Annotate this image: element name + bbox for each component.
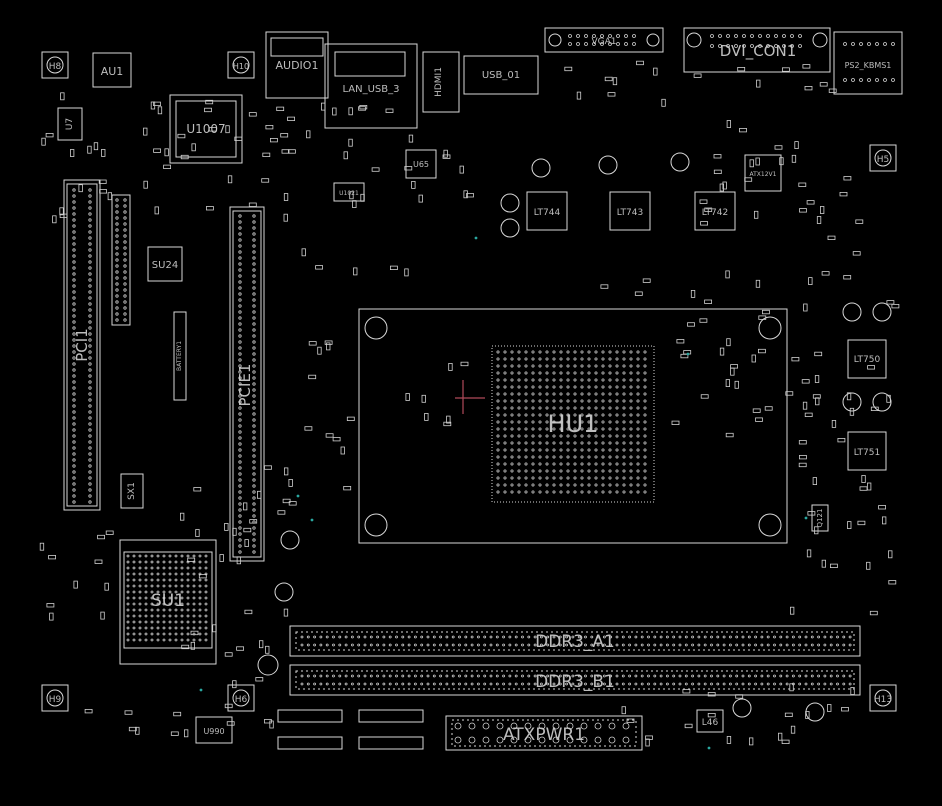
lt751-label: LT751 [854,448,880,458]
h6-label: H6 [235,695,248,705]
pci-label: PCI1 [73,328,91,362]
inductor-l46: L46 [696,709,724,733]
mounting-hole-h8: H8 [41,51,69,79]
crystal-sx1: SX1 [120,473,144,509]
inductor-lt750: LT750 [847,339,887,379]
su1-label: SU1 [151,591,185,611]
mounting-hole-h10: H10 [227,51,255,79]
atxpwr-label: ATXPWR1 [503,725,585,745]
ddr3-a1-label: DDR3_A1 [535,632,615,652]
mounting-hole-h13: H13 [869,684,897,712]
front-panel-headers [277,709,424,750]
mounting-hole-h9: H9 [41,684,69,712]
audio-codec-au1: AU1 [92,52,132,88]
usb-label: USB_01 [482,70,520,81]
dimm-slot-b1: DDR3_B1 [289,664,861,696]
chip-u1021: U1021 [333,182,365,202]
chipset-su1: SU1 [119,539,217,665]
pci-slot: PCI1 [63,179,101,511]
atx12v-connector: ATX12V1 [744,154,782,192]
vga-connector: VGA1 [544,27,664,53]
smd-components [39,34,900,747]
sx1-label: SX1 [127,482,137,500]
chip-u65: U65 [405,149,437,179]
transistor-q121: Q121 [811,504,829,532]
inductor-lt742: LT742 [694,191,736,231]
ddr3-b1-label: DDR3_B1 [535,672,615,692]
h8-label: H8 [49,62,62,72]
lt750-label: LT750 [854,355,881,365]
u7-label: U7 [65,118,75,130]
chip-u7: U7 [57,107,83,141]
battery-label: BATTERY1 [176,341,183,371]
capacitors [257,152,892,722]
su24-label: SU24 [152,260,178,271]
pin1-marker [455,380,485,414]
lt744-label: LT744 [534,208,561,218]
battery-connector: BATTERY1 [173,311,187,401]
ps2-label: PS2_KBMS1 [845,61,892,70]
inductor-lt743: LT743 [609,191,651,231]
l46-label: L46 [702,718,719,728]
au1-label: AU1 [101,65,124,78]
inductor-lt751: LT751 [847,431,887,471]
chip-su24: SU24 [147,246,183,282]
hdmi-label: HDMI1 [434,67,444,97]
lan-usb-label: LAN_USB_3 [342,84,399,95]
vias [199,236,808,750]
h10-label: H10 [233,62,249,71]
lt742-label: LT742 [702,208,728,218]
h5-label: H5 [877,155,890,165]
pin-header-left [111,194,131,326]
h13-label: H13 [874,695,892,705]
u1021-label: U1021 [339,190,359,197]
mounting-hole-h5: H5 [869,144,897,172]
h9-label: H9 [49,695,62,705]
u65-label: U65 [413,160,429,169]
pcie-label: PCIE1 [236,364,254,407]
cpu-socket-hu1: HU1 [358,308,788,544]
ps2-connector: PS2_KBMS1 [833,31,903,95]
chip-u990: U990 [195,716,233,744]
lt743-label: LT743 [617,208,643,218]
atx-power-connector: ATXPWR1 [445,715,643,751]
hdmi-connector: HDMI1 [422,51,460,113]
u1007-label: U1007 [186,122,225,136]
u990-label: U990 [203,727,224,736]
atx12v-label: ATX12V1 [750,171,777,178]
lan-usb-connector: LAN_USB_3 [324,43,418,129]
q121-label: Q121 [816,509,824,528]
super-io-u1007: U1007 [169,94,243,164]
usb-connector: USB_01 [463,55,539,95]
pcie-slot: PCIE1 [229,206,265,562]
audio-jack-audio1: AUDIO1 [265,31,329,99]
vga-label: VGA1 [591,37,616,47]
audio1-label: AUDIO1 [276,59,319,72]
inductor-lt744: LT744 [526,191,568,231]
mounting-hole-h6: H6 [227,684,255,712]
